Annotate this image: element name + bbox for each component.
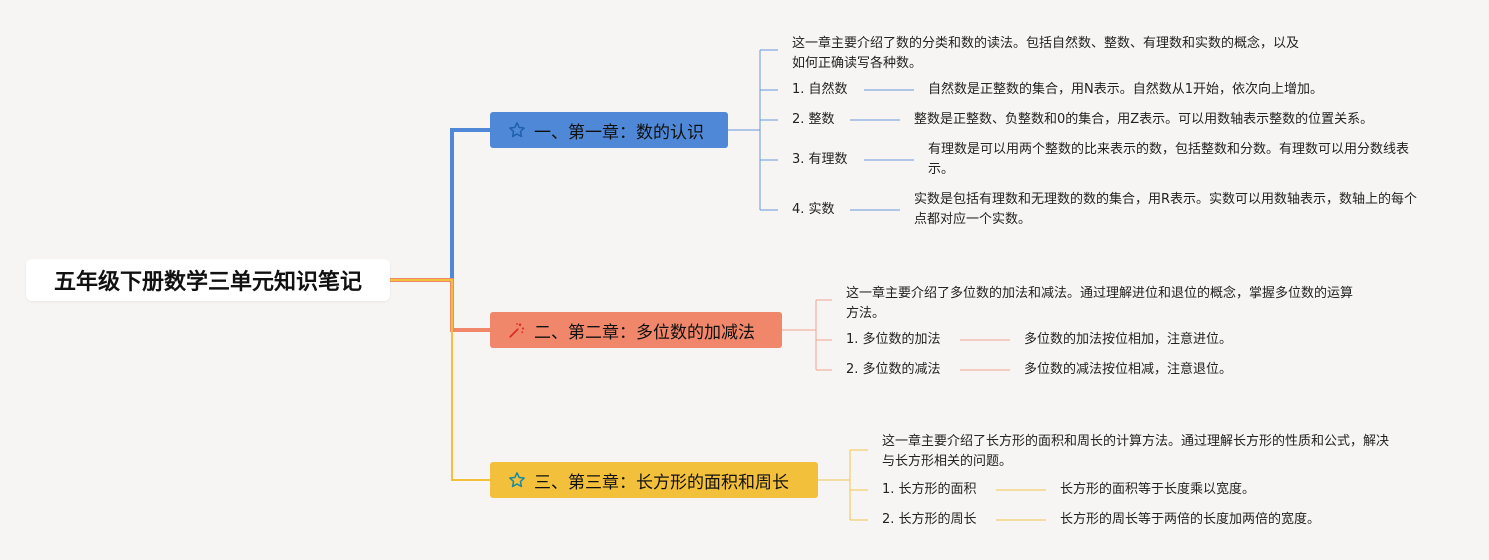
- chapter-2-item-1-desc: 多位数的加法按位相加，注意进位。: [1024, 332, 1233, 347]
- trunk-chapter-3: [390, 279, 490, 481]
- chapter-2-item-2-label[interactable]: 2. 多位数的减法: [846, 362, 941, 377]
- chapter-3-item-1-desc: 长方形的面积等于长度乘以宽度。: [1060, 482, 1256, 497]
- star-icon: [508, 121, 526, 139]
- chapter-1-item-1-desc: 自然数是正整数的集合，用N表示。自然数从1开始，依次向上增加。: [928, 82, 1323, 97]
- chapter-1-title: 一、第一章：数的认识: [534, 122, 704, 143]
- chapter-1-item-4-desc: 实数是包括有理数和无理数的数的集合，用R表示。实数可以用数轴表示，数轴上的每个点…: [914, 192, 1418, 227]
- chapter-1-item-3-label[interactable]: 3. 有理数: [792, 152, 848, 167]
- chapter-1-intro: 这一章主要介绍了数的分类和数的读法。包括自然数、整数、有理数和实数的概念，以及如…: [792, 36, 1300, 71]
- chapter-1-item-2-label[interactable]: 2. 整数: [792, 112, 835, 127]
- chapter-2-title: 二、第二章：多位数的加减法: [534, 322, 755, 343]
- chapter-3-node[interactable]: 三、第三章：长方形的面积和周长: [490, 462, 818, 498]
- chapter-2-item-2-desc: 多位数的减法按位相减，注意退位。: [1024, 362, 1233, 377]
- chapter-1-item-3-desc: 有理数是可以用两个整数的比来表示的数，包括整数和分数。有理数可以用分数线表示。: [928, 142, 1410, 177]
- chapter-3-intro: 这一章主要介绍了长方形的面积和周长的计算方法。通过理解长方形的性质和公式，解决与…: [882, 434, 1390, 469]
- chapter-1-item-2-desc: 整数是正整数、负整数和0的集合，用Z表示。可以用数轴表示整数的位置关系。: [914, 112, 1374, 127]
- chapter-3-item-1-label[interactable]: 1. 长方形的面积: [882, 482, 977, 497]
- star-icon: [508, 471, 526, 489]
- chapter-1-node[interactable]: 一、第一章：数的认识: [490, 112, 728, 148]
- trunk-chapter-1: [390, 128, 490, 282]
- chapter-2-item-1-label[interactable]: 1. 多位数的加法: [846, 332, 941, 347]
- sparkle-icon: [508, 321, 526, 339]
- chapter-1-item-4-label[interactable]: 4. 实数: [792, 202, 835, 217]
- chapter-2-node[interactable]: 二、第二章：多位数的加减法: [490, 312, 782, 348]
- root-node[interactable]: 五年级下册数学三单元知识笔记: [26, 259, 390, 301]
- chapter-3-title: 三、第三章：长方形的面积和周长: [534, 472, 789, 493]
- chapter-3-item-2-desc: 长方形的周长等于两倍的长度加两倍的宽度。: [1060, 512, 1321, 527]
- trunk-chapter-2: [390, 278, 490, 332]
- chapter-2-intro: 这一章主要介绍了多位数的加法和减法。通过理解进位和退位的概念，掌握多位数的运算方…: [846, 286, 1354, 321]
- root-title: 五年级下册数学三单元知识笔记: [53, 270, 362, 295]
- chapter-3-item-2-label[interactable]: 2. 长方形的周长: [882, 512, 977, 527]
- chapter-1-item-1-label[interactable]: 1. 自然数: [792, 82, 848, 97]
